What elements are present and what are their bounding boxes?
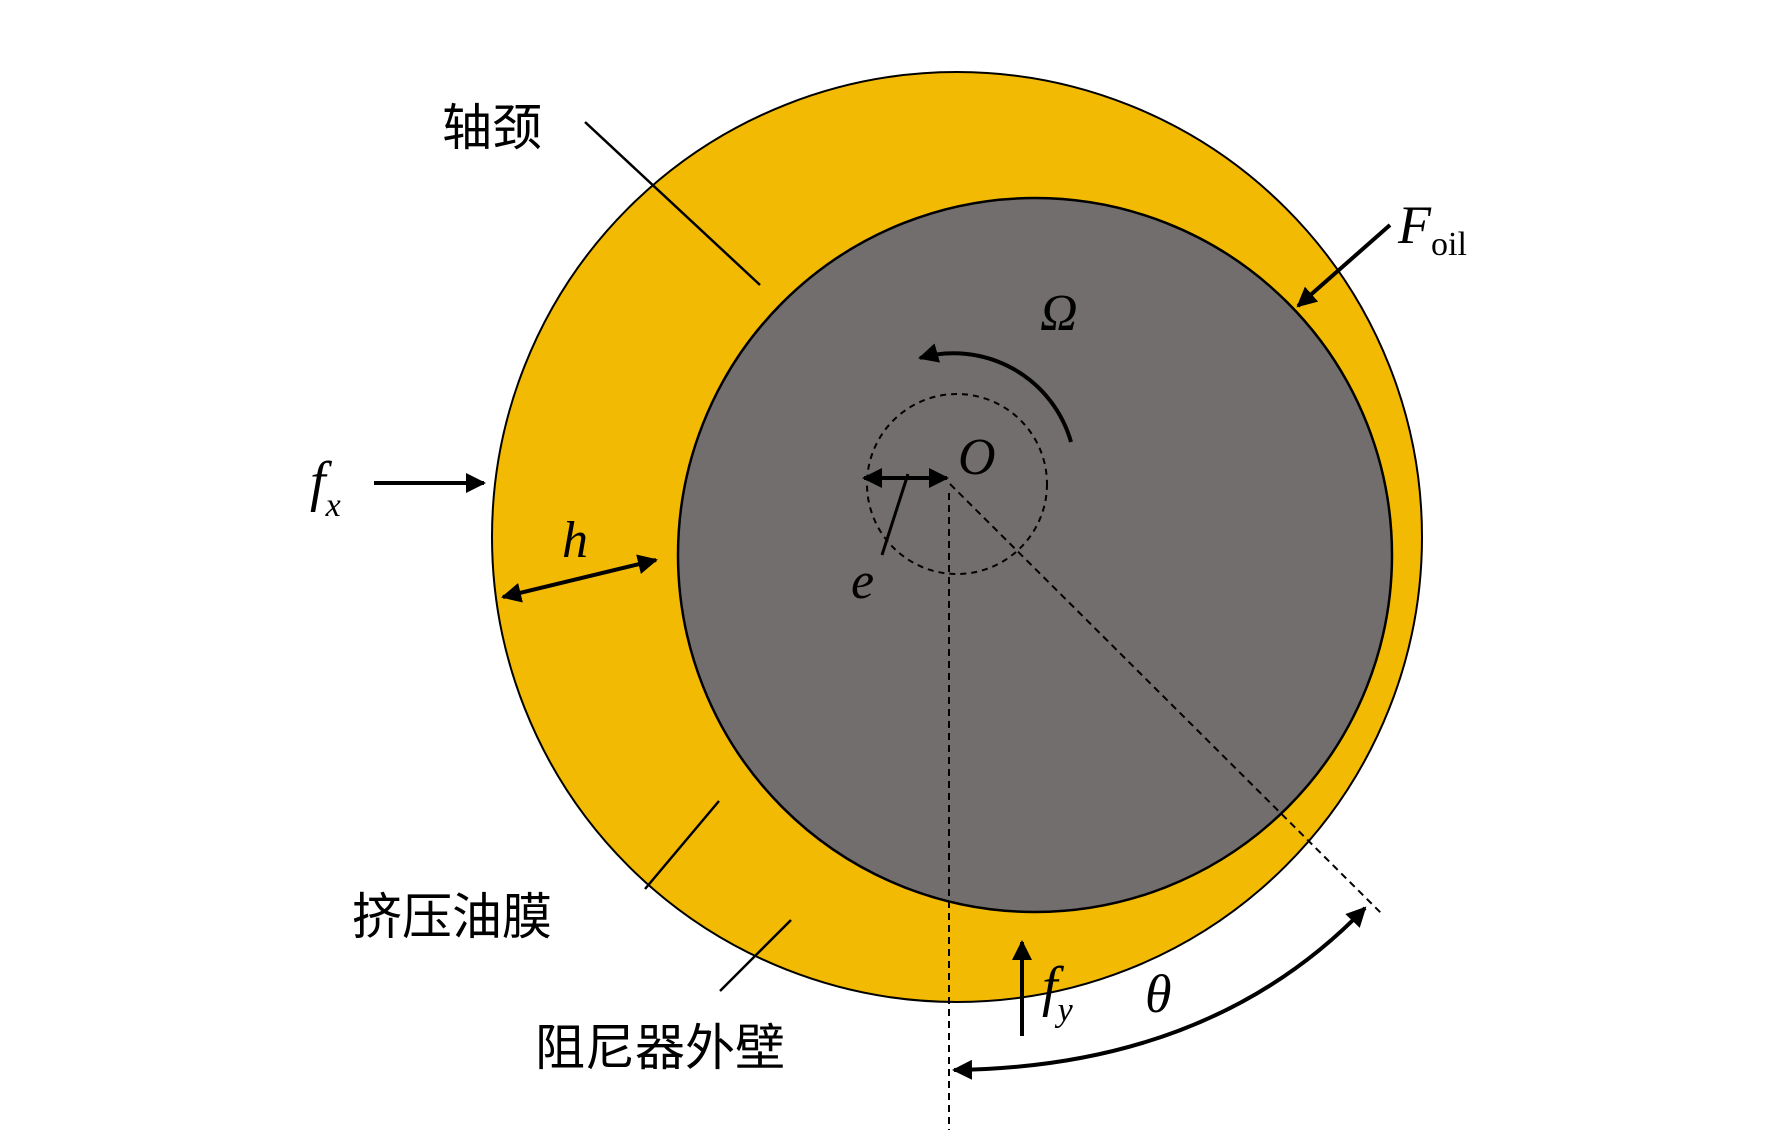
omega-label: Ω <box>1040 285 1078 342</box>
rotation-arc-arrow <box>918 343 1073 443</box>
foil-label-sub: oil <box>1431 226 1467 263</box>
damper-wall-leader-line <box>719 919 792 992</box>
damper-wall-label: 阻尼器外壁 <box>535 1019 785 1077</box>
center-label: O <box>958 429 996 486</box>
oil-film-leader-line <box>644 800 720 890</box>
fx-label: fx <box>310 451 341 524</box>
journal-label: 轴颈 <box>442 99 542 157</box>
fy-label-sub: y <box>1055 992 1074 1029</box>
theta-angle-arc-arrow <box>952 906 1367 1080</box>
foil-force-arrow <box>1296 223 1392 308</box>
film-thickness-arrow <box>501 554 658 603</box>
angle-reference-line <box>949 483 1384 916</box>
oil-film-label: 挤压油膜 <box>352 888 552 946</box>
eccentricity-radius-line <box>880 473 910 556</box>
eccentricity-label: e <box>851 553 874 610</box>
film-thickness-label: h <box>562 512 588 569</box>
journal-disk <box>676 196 1394 914</box>
fx-label-sub: x <box>325 487 341 524</box>
foil-label: Foil <box>1397 195 1467 263</box>
whirl-orbit-circle <box>866 393 1048 575</box>
journal-leader-line <box>584 121 761 286</box>
theta-label: θ <box>1145 964 1172 1024</box>
foil-label-main: F <box>1397 195 1432 255</box>
